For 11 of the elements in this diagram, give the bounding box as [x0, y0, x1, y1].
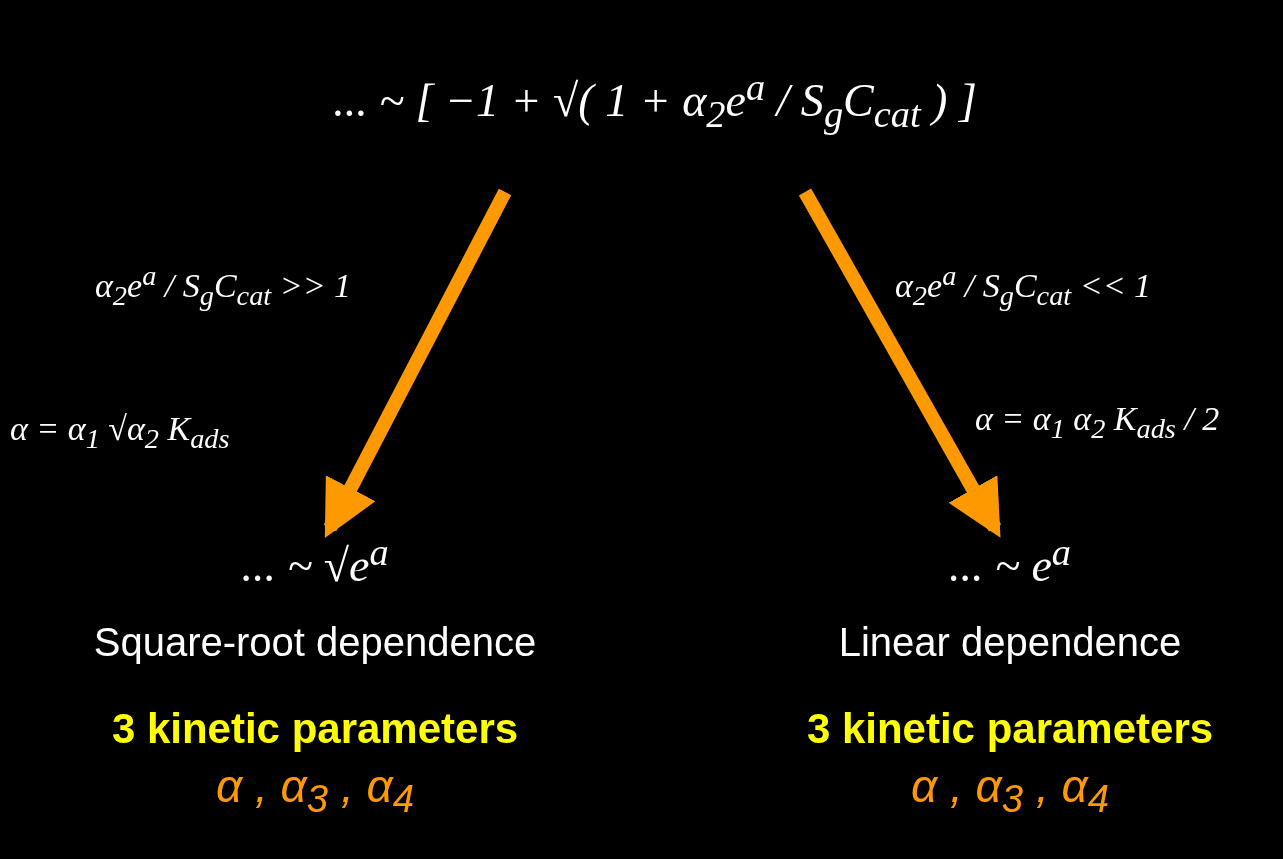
arrow: [798, 188, 1002, 538]
parameter-text: α , α$_{3}$ , α$_{4}$: [910, 759, 1109, 822]
dependence-text: Square-root dependence: [93, 620, 537, 666]
heading-text: 3 kinetic parameters: [111, 705, 519, 754]
heading-text: 3 kinetic parameters: [806, 705, 1214, 754]
arrow: [323, 188, 512, 538]
formula-text: ... ~ [ −1 + √( 1 + α$_{2}$e$^{a}$ / S$_{g}$C$_{cat}$ ) ]: [333, 64, 977, 136]
formula-text: ... ~ e$^{a}$: [949, 530, 1071, 593]
formula-text: ... ~ √e$^{a}$: [241, 530, 389, 593]
parameter-text: α , α$_{3}$ , α$_{4}$: [215, 759, 414, 822]
dependence-text: Linear dependence: [838, 620, 1182, 666]
